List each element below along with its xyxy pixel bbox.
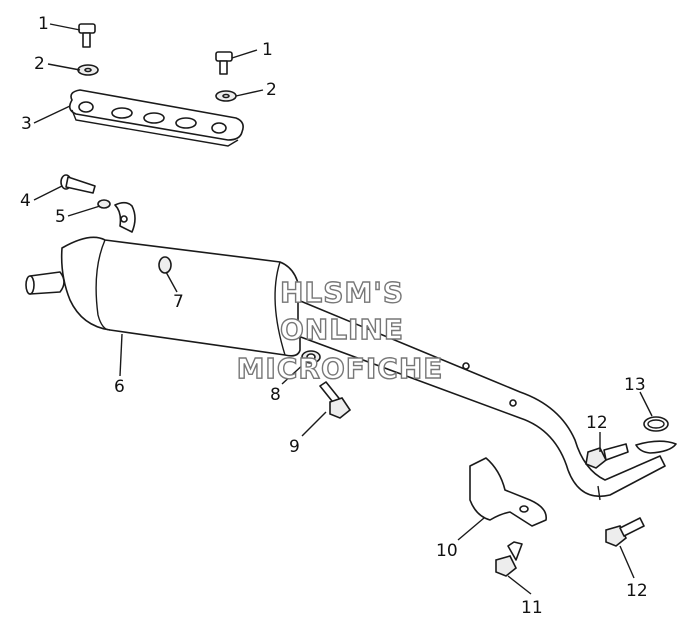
ring-part-13 [643, 416, 669, 432]
bolt-part-11 [495, 541, 523, 577]
leader-lines [33, 23, 653, 595]
callout-2-left: 2 [34, 54, 45, 74]
callout-labels: 1 1 2 2 3 4 5 6 7 8 9 10 11 12 12 13 [20, 14, 648, 618]
callout-3: 3 [21, 114, 32, 134]
bolt-part-1-right [215, 51, 233, 75]
callout-7: 7 [173, 292, 184, 312]
bolt-part-12-upper [585, 443, 629, 469]
callout-13: 13 [624, 375, 646, 395]
bracket-part-10 [469, 457, 547, 527]
callout-10: 10 [436, 541, 458, 561]
exhaust-header-pipe [297, 299, 677, 501]
washer-hole [222, 93, 230, 99]
washer-part-5 [97, 199, 111, 209]
watermark-line-3: MICROFICHE [237, 352, 444, 385]
callout-2-right: 2 [266, 80, 277, 100]
bolt-part-9 [319, 381, 352, 419]
muffler-part-6 [25, 201, 301, 357]
bolt-part-4 [60, 174, 96, 194]
bolt-part-1-left [78, 23, 96, 48]
callout-11: 11 [521, 598, 543, 618]
callout-12-lower: 12 [626, 581, 648, 601]
washer-hole [84, 67, 92, 73]
callout-5: 5 [55, 207, 66, 227]
callout-4: 4 [20, 191, 31, 211]
heat-shield-part-3 [68, 89, 244, 147]
callout-1-left: 1 [38, 14, 49, 34]
callout-8: 8 [270, 385, 281, 405]
bolt-part-12-lower [605, 517, 645, 547]
callout-1-right: 1 [262, 40, 273, 60]
callout-6: 6 [114, 377, 125, 397]
gasket-hole [306, 353, 316, 361]
watermark-line-1: HLSM'S [280, 276, 404, 309]
watermark-line-2: ONLINE [280, 313, 404, 346]
callout-12-upper: 12 [586, 413, 608, 433]
callout-9: 9 [289, 437, 300, 457]
watermark: HLSM'S ONLINE MICROFICHE [236, 275, 444, 385]
nut-part-7 [158, 256, 172, 274]
